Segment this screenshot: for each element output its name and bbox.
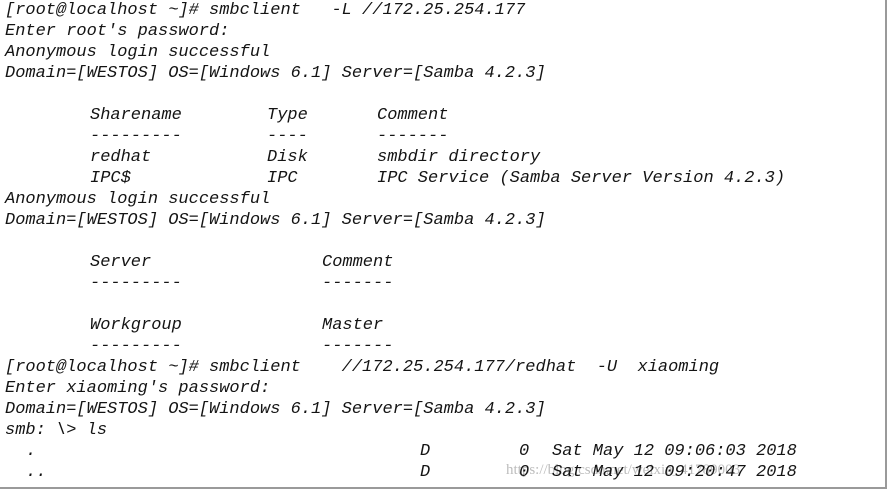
share-comment: smbdir directory xyxy=(377,148,541,167)
entry-name: .. xyxy=(26,463,47,482)
workgroup-table-header: Workgroup Master xyxy=(5,315,383,336)
entry-name: . xyxy=(26,442,37,461)
workgroup-table-divider: --------- ------- xyxy=(5,336,393,357)
directory-listing-row: .. D 0 Sat May 12 09:20:47 2018 xyxy=(5,462,797,483)
login-status-line: Anonymous login successful xyxy=(5,43,271,62)
share-name: IPC$ xyxy=(90,169,131,188)
divider-server: --------- xyxy=(90,274,182,293)
divider-type: ---- xyxy=(267,127,308,146)
share-comment: IPC Service (Samba Server Version 4.2.3) xyxy=(377,169,786,188)
server-table-header: Server Comment xyxy=(5,252,393,273)
domain-info-line: Domain=[WESTOS] OS=[Windows 6.1] Server=… xyxy=(5,64,546,83)
column-header-server: Server xyxy=(90,253,152,272)
entry-size: 0 xyxy=(519,463,530,482)
divider-workgroup: --------- xyxy=(90,337,182,356)
smb-prompt-line[interactable]: smb: \> ls xyxy=(5,421,108,440)
share-type: Disk xyxy=(267,148,308,167)
watermark: https://blog.csdn.net/weixin_41789003 xyxy=(506,462,741,478)
entry-size: 0 xyxy=(519,442,530,461)
divider-comment: ------- xyxy=(377,127,449,146)
column-header-master: Master xyxy=(322,316,384,335)
column-header-comment: Comment xyxy=(322,253,394,272)
password-prompt-line: Enter root's password: xyxy=(5,22,230,41)
domain-info-line: Domain=[WESTOS] OS=[Windows 6.1] Server=… xyxy=(5,211,546,230)
share-table-header: Sharename Type Comment xyxy=(5,105,448,126)
divider-sharename: --------- xyxy=(90,127,182,146)
column-header-comment: Comment xyxy=(377,106,449,125)
entry-date: Sat May 12 09:06:03 2018 xyxy=(552,442,797,461)
entry-date: Sat May 12 09:20:47 2018 xyxy=(552,463,797,482)
login-status-line: Anonymous login successful xyxy=(5,190,271,209)
entry-attribute: D xyxy=(420,442,431,461)
share-row: redhat Disk smbdir directory xyxy=(5,147,540,168)
password-prompt-line: Enter xiaoming's password: xyxy=(5,379,271,398)
divider-comment: ------- xyxy=(322,274,394,293)
shell-prompt-line: [root@localhost ~]# smbclient //172.25.2… xyxy=(5,358,720,377)
entry-attribute: D xyxy=(420,463,431,482)
share-type: IPC xyxy=(267,169,298,188)
share-name: redhat xyxy=(90,148,152,167)
shell-prompt-line: [root@localhost ~]# smbclient -L //172.2… xyxy=(5,1,526,20)
share-table-divider: --------- ---- ------- xyxy=(5,126,448,147)
column-header-type: Type xyxy=(267,106,308,125)
domain-info-line: Domain=[WESTOS] OS=[Windows 6.1] Server=… xyxy=(5,400,546,419)
divider-master: ------- xyxy=(322,337,394,356)
column-header-sharename: Sharename xyxy=(90,106,182,125)
share-row: IPC$ IPC IPC Service (Samba Server Versi… xyxy=(5,168,785,189)
server-table-divider: --------- ------- xyxy=(5,273,393,294)
column-header-workgroup: Workgroup xyxy=(90,316,182,335)
directory-listing-row: . D 0 Sat May 12 09:06:03 2018 xyxy=(5,441,797,462)
